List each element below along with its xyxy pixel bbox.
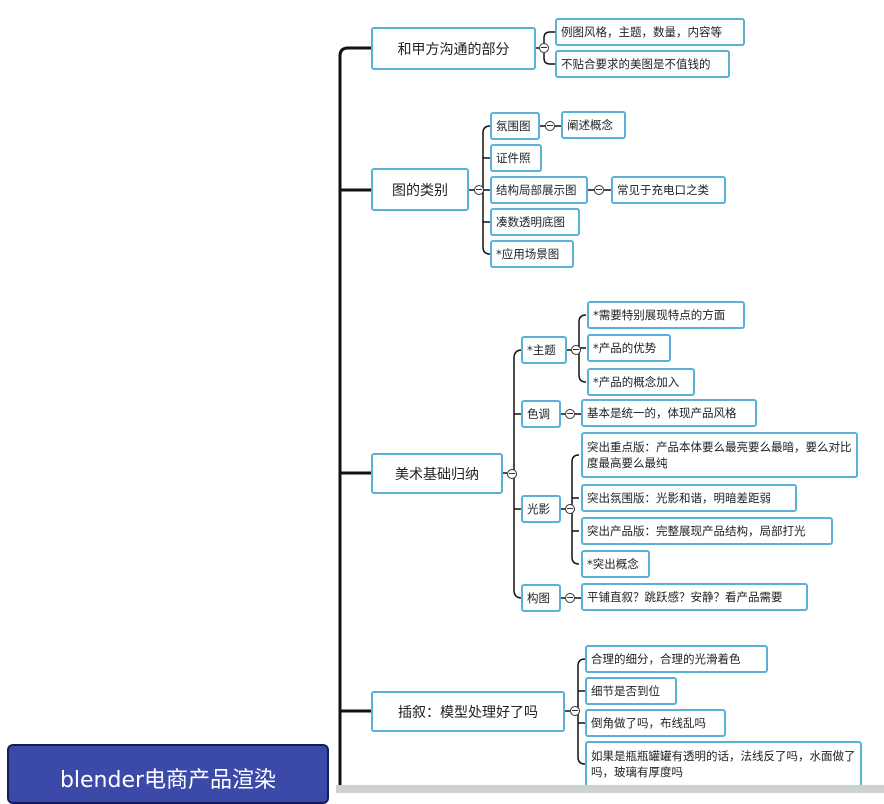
b0-down (543, 53, 555, 65)
item-id-photo[interactable]: 证件照 (490, 144, 542, 172)
item-structure-detail-image[interactable]: 结构局部展示图 (490, 176, 588, 204)
leaf-special-features[interactable]: *需要特别展现特点的方面 (587, 301, 745, 329)
leaf-concept-join[interactable]: *产品的概念加入 (587, 368, 695, 396)
horizontal-scrollbar[interactable] (336, 785, 884, 793)
leaf-explain-concept[interactable]: 阐述概念 (561, 111, 626, 139)
collapse-toggle-structure[interactable] (594, 185, 604, 195)
leaf-atmosphere-version[interactable]: 突出氛围版：光影和谐，明暗差距弱 (581, 484, 797, 512)
trunk (338, 46, 371, 793)
leaf-highlight-version[interactable]: 突出重点版：产品本体要么最亮要么最暗，要么对比度最高要么最纯 (581, 432, 858, 478)
item-light-shadow[interactable]: 光影 (521, 495, 561, 523)
b2-theme-elbow (578, 374, 587, 383)
item-theme[interactable]: *主题 (521, 336, 567, 364)
b1-elbow (482, 125, 491, 134)
b2-elbow (513, 589, 523, 599)
b1-elbow (482, 246, 491, 255)
leaf-bevel-topology[interactable]: 倒角做了吗，布线乱吗 (585, 709, 726, 737)
collapse-toggle-branch-3[interactable] (570, 706, 580, 716)
branch-image-categories[interactable]: 图的类别 (371, 168, 469, 211)
item-scene-image[interactable]: *应用场景图 (490, 240, 574, 268)
leaf-details[interactable]: 细节是否到位 (585, 677, 677, 705)
collapse-toggle-branch-1[interactable] (474, 185, 484, 195)
leaf-charging-port[interactable]: 常见于充电口之类 (611, 176, 726, 204)
leaf-highlight-concept[interactable]: *突出概念 (581, 550, 650, 578)
leaf-composition-choice[interactable]: 平铺直叙？跳跃感？安静？看产品需要 (581, 583, 808, 611)
leaf-example-style[interactable]: 例图风格，主题，数量，内容等 (555, 18, 745, 46)
branch-art-basics[interactable]: 美术基础归纳 (371, 453, 503, 494)
collapse-toggle-light[interactable] (565, 504, 575, 514)
leaf-transparent-containers[interactable]: 如果是瓶瓶罐罐有透明的话，法线反了吗，水面做了吗，玻璃有厚度吗 (585, 741, 862, 787)
b2-elbow (513, 349, 523, 359)
item-atmosphere-image[interactable]: 氛围图 (490, 112, 540, 140)
collapse-toggle-composition[interactable] (565, 593, 575, 603)
collapse-toggle-tone[interactable] (565, 409, 575, 419)
leaf-not-matching-requirements[interactable]: 不贴合要求的美图是不值钱的 (555, 50, 730, 78)
branch-model-check[interactable]: 插叙：模型处理好了吗 (371, 691, 565, 732)
leaf-product-version[interactable]: 突出产品版：完整展现产品结构，局部打光 (581, 517, 833, 545)
b2-light-elbow (571, 556, 580, 565)
b3-elbow (577, 756, 586, 765)
root-node[interactable]: blender电商产品渲染 (7, 744, 329, 804)
leaf-unified-tone[interactable]: 基本是统一的，体现产品风格 (581, 399, 757, 427)
leaf-product-advantage[interactable]: *产品的优势 (587, 334, 671, 362)
item-transparent-background[interactable]: 凑数透明底图 (490, 208, 580, 236)
item-composition[interactable]: 构图 (521, 584, 561, 612)
collapse-toggle-atmosphere[interactable] (545, 121, 555, 131)
b3-elbow (577, 658, 586, 667)
branch-client-communication[interactable]: 和甲方沟通的部分 (371, 27, 536, 70)
collapse-toggle-branch-2[interactable] (507, 469, 517, 479)
b2-theme-elbow (578, 314, 587, 323)
b0-up (543, 31, 555, 43)
item-tone[interactable]: 色调 (521, 400, 561, 428)
b2-light-elbow (571, 454, 580, 463)
leaf-subdivision[interactable]: 合理的细分，合理的光滑着色 (585, 645, 768, 673)
collapse-toggle-theme[interactable] (571, 345, 581, 355)
collapse-toggle-branch-0[interactable] (539, 43, 549, 53)
